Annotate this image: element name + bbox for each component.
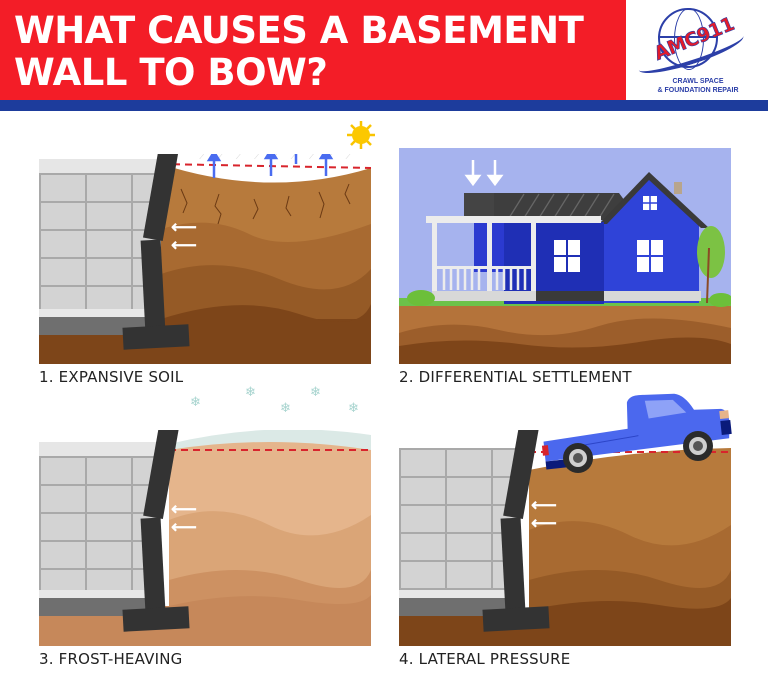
- logo-subtitle-1: CRAWL SPACE: [672, 78, 724, 85]
- footing: [482, 606, 550, 632]
- blue-divider: [0, 100, 768, 111]
- footing: [122, 324, 190, 350]
- house-illustration: [399, 148, 731, 364]
- snowflake-icon: ❄: [190, 394, 201, 409]
- header: WHAT CAUSES A BASEMENT WALL TO BOW? AMC9…: [0, 0, 768, 112]
- floor-slab-top: [39, 590, 157, 598]
- caption-differential-settlement: 2. DIFFERENTIAL SETTLEMENT: [399, 368, 632, 386]
- left-arrow-icon: ⟵: [531, 495, 557, 515]
- left-arrow-icon: ⟵: [171, 499, 197, 519]
- frost-heaving-illustration: [39, 430, 371, 646]
- snowflake-icon: ❄: [310, 384, 321, 399]
- left-arrow-icon: ⟵: [171, 235, 197, 255]
- brick-wall: [39, 456, 157, 596]
- snowflakes: ❄ ❄ ❄ ❄ ❄: [190, 384, 370, 424]
- caption-expansive-soil: 1. EXPANSIVE SOIL: [39, 368, 184, 386]
- left-arrow-icon: ⟵: [531, 513, 557, 533]
- brick-wall: [399, 448, 517, 596]
- snowflake-icon: ❄: [348, 400, 359, 415]
- logo: AMC911 CRAWL SPACE & FOUNDATION REPAIR: [628, 0, 768, 100]
- globe-icon: [658, 8, 718, 70]
- snowflake-icon: ❄: [245, 384, 256, 399]
- sun-icon: [346, 120, 376, 150]
- tree-icon: [697, 226, 725, 278]
- left-arrow-icon: ⟵: [171, 217, 197, 237]
- wall-cap: [39, 159, 157, 173]
- title-banner: WHAT CAUSES A BASEMENT WALL TO BOW?: [0, 0, 626, 100]
- floor-slab-top: [399, 590, 517, 598]
- wall-cap: [39, 442, 157, 456]
- left-arrow-icon: ⟵: [171, 517, 197, 537]
- title-line-1: WHAT CAUSES A BASEMENT: [14, 9, 584, 52]
- floor-slab-top: [39, 309, 157, 317]
- footing: [122, 606, 190, 632]
- panel-expansive-soil: ⟵ ⟵: [39, 154, 371, 364]
- logo-subtitle-2: & FOUNDATION REPAIR: [657, 87, 739, 94]
- brick-wall: [39, 173, 157, 313]
- pickup-truck-icon: [538, 392, 733, 477]
- caption-frost-heaving: 3. FROST-HEAVING: [39, 650, 183, 668]
- expansive-soil-illustration: [39, 154, 371, 364]
- title-line-2: WALL TO BOW?: [14, 51, 328, 94]
- caption-lateral-pressure: 4. LATERAL PRESSURE: [399, 650, 571, 668]
- panel-frost-heaving: ⟵ ⟵: [39, 430, 371, 646]
- page-title: WHAT CAUSES A BASEMENT WALL TO BOW?: [14, 9, 584, 94]
- snowflake-icon: ❄: [280, 400, 291, 415]
- panel-differential-settlement: [399, 148, 731, 364]
